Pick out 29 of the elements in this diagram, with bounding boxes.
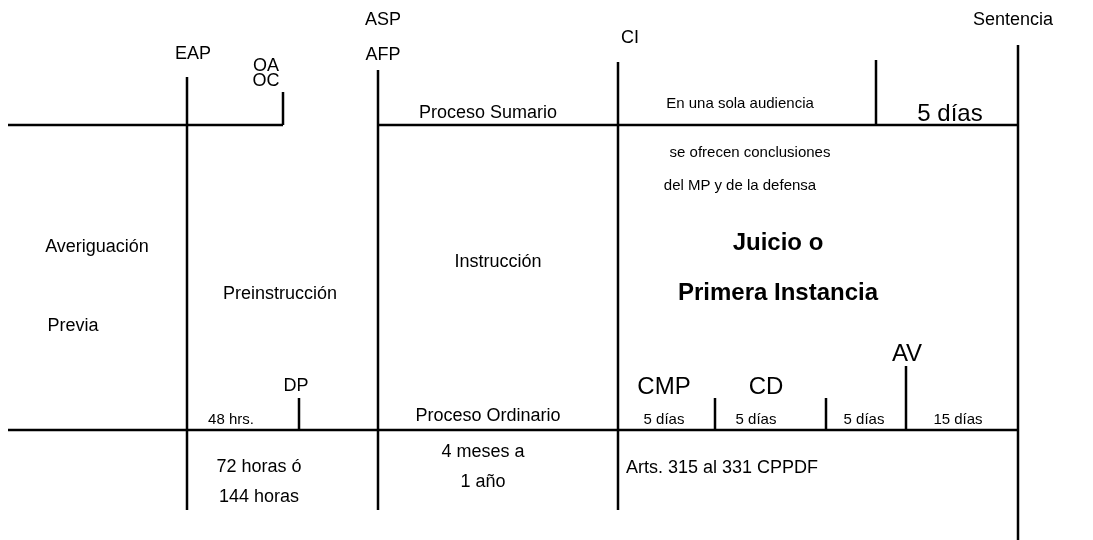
timeline-label: Proceso Sumario [418, 103, 558, 123]
timeline-label: se ofrecen conclusiones [669, 143, 831, 161]
timeline-label: AFP [365, 45, 401, 65]
timeline-label: Arts. 315 al 331 CPPDF [625, 458, 819, 478]
timeline-label: En una sola audiencia [666, 94, 814, 112]
timeline-label: CD [748, 372, 784, 400]
timeline-label: 5 días [643, 410, 685, 428]
timeline-label: 5 días [735, 410, 777, 428]
timeline-label: 5 días [843, 410, 885, 428]
timeline-label: 5 días [917, 99, 983, 127]
timeline-label: 48 hrs. [208, 410, 254, 428]
timeline-label: Instrucción [454, 252, 542, 272]
timeline-label: Averiguación [45, 237, 149, 257]
timeline-label: 4 meses a 1 año [440, 440, 526, 493]
timeline-label: DP [283, 376, 309, 396]
timeline-label: CI [621, 28, 639, 48]
timeline-label: ASP [365, 10, 401, 30]
timeline-label: Previa [47, 316, 99, 336]
timeline-label: Sentencia [972, 10, 1054, 30]
timeline-label: Juicio o [732, 228, 824, 256]
timeline-label: CMP [637, 372, 691, 400]
timeline-label: EAP [175, 44, 211, 64]
timeline-label: Preinstrucción [223, 284, 337, 304]
timeline-label: AV [891, 339, 923, 367]
timeline-label: 72 horas ó 144 horas [215, 455, 303, 508]
timeline-label: Proceso Ordinario [415, 406, 561, 426]
timeline-label: del MP y de la defensa [663, 176, 817, 194]
timeline-label: 15 días [933, 410, 983, 428]
timeline-label: Primera Instancia [677, 278, 879, 306]
